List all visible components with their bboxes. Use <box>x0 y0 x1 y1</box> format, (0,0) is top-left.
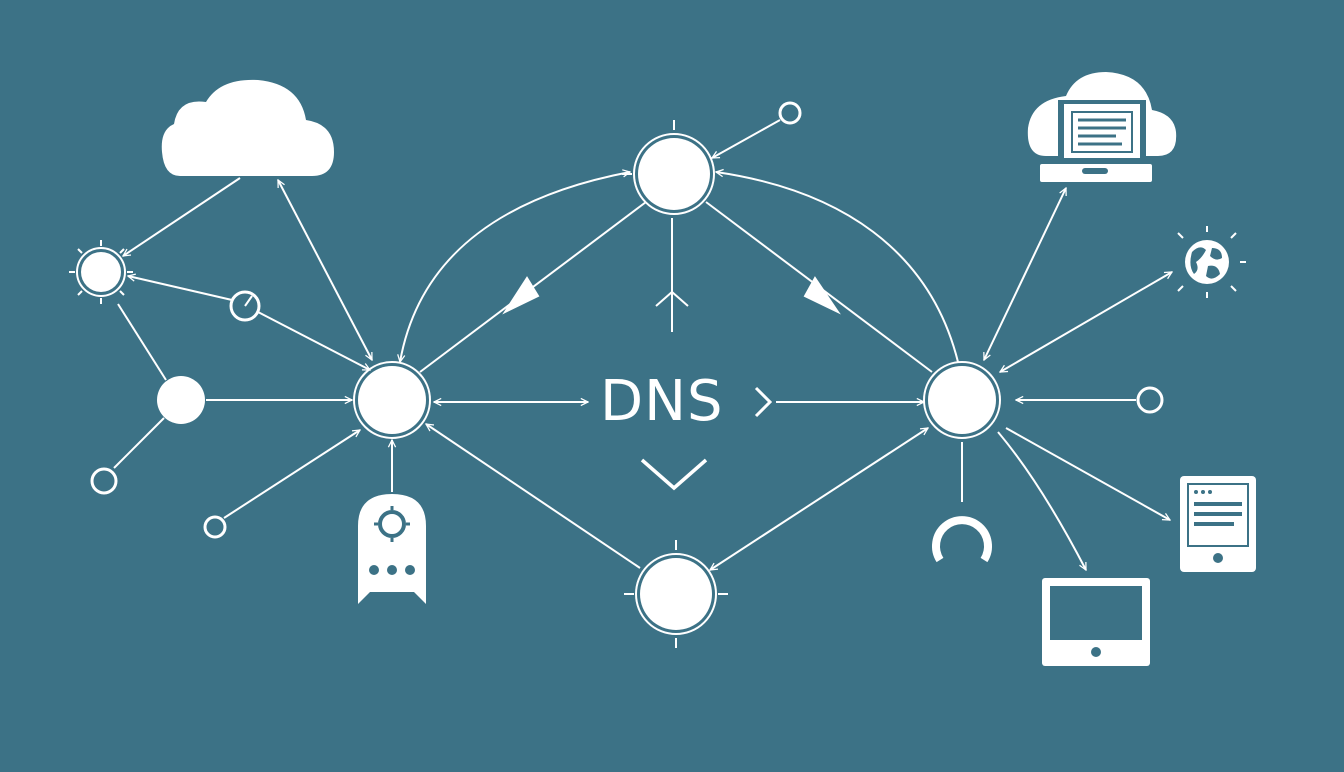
arrowhead-left <box>502 276 540 315</box>
cloud-icon <box>161 79 334 176</box>
edge-small-node-to-left-hub <box>257 311 370 371</box>
edge-cloud-to-sun-node <box>123 177 241 257</box>
mid-node <box>157 376 205 424</box>
edge-cloud-to-left-hub <box>277 180 373 360</box>
arrowhead-right <box>803 276 841 315</box>
edge-left-hub-to-top-hub <box>400 172 630 362</box>
edge-right-hub-to-monitor <box>997 431 1087 570</box>
monitor-icon <box>1042 578 1150 666</box>
edge-mid-node-to-bottom-node <box>113 417 165 469</box>
chevron-right <box>754 386 773 418</box>
low-node <box>203 515 227 539</box>
edge-right-hub-to-cloud-laptop <box>983 188 1067 360</box>
edge-left-hub-to-bottom-hub <box>426 423 641 569</box>
robot-device-icon <box>358 494 426 604</box>
bottom-left-node <box>90 467 118 495</box>
edge-top-hub-to-top-node <box>712 119 781 159</box>
tablet-icon <box>1180 476 1256 572</box>
left-hub-node <box>353 361 431 439</box>
globe-icon <box>1177 226 1246 298</box>
top-node <box>778 101 802 125</box>
sun-node <box>69 240 133 304</box>
edge-right-hub-to-globe <box>1000 271 1172 373</box>
right-node <box>1136 386 1164 414</box>
edge-right-hub-to-tablet <box>1005 427 1170 521</box>
edge-top-hub-to-right-hub-arc <box>716 172 959 363</box>
edge-low-node-to-left-hub <box>223 429 360 519</box>
dns-label: DNS <box>600 369 724 434</box>
top-hub-node <box>622 120 715 215</box>
bottom-hub-node <box>624 540 728 648</box>
edge-sun-node-to-small-node <box>128 276 233 301</box>
right-hub-node <box>923 361 1001 439</box>
headset-icon <box>932 516 992 563</box>
clock-node <box>229 290 261 322</box>
edge-bottom-hub-to-right-hub <box>710 427 928 571</box>
cloud-laptop-icon <box>1027 72 1177 182</box>
chevron-down <box>640 458 708 491</box>
chevron-up <box>655 290 689 307</box>
edge-sun-node-to-mid-node <box>117 303 167 381</box>
